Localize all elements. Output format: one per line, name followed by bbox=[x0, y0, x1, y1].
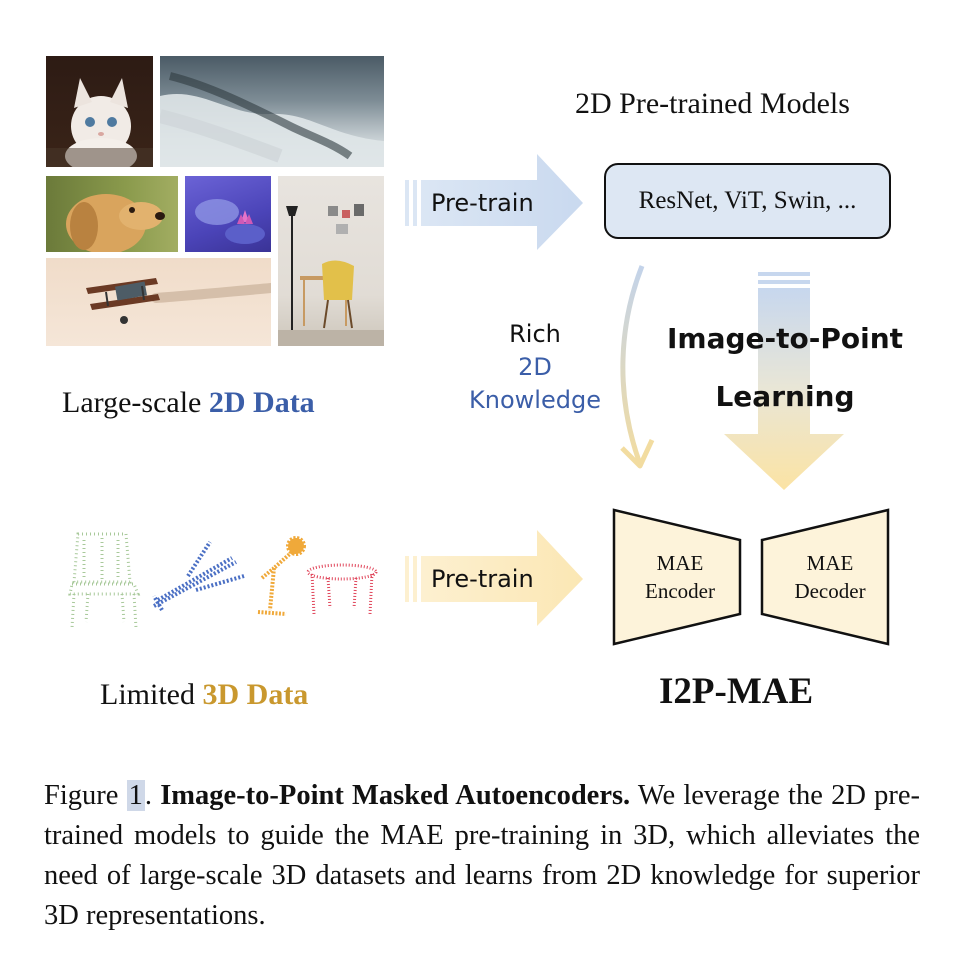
large-scale-prefix: Large-scale bbox=[62, 386, 209, 419]
large-scale-2d-label: Large-scale 2D Data bbox=[62, 386, 315, 420]
encoder-line2: Encoder bbox=[624, 577, 736, 605]
foggy-forest-photo bbox=[160, 56, 384, 167]
figure-ref-link[interactable]: 1 bbox=[127, 780, 145, 811]
models-box-text: ResNet, ViT, Swin, ... bbox=[639, 187, 857, 215]
3d-data-highlight: 3D Data bbox=[202, 678, 308, 711]
2d-data-highlight: 2D Data bbox=[209, 386, 315, 419]
dog-photo bbox=[46, 176, 178, 252]
caption-after-ref: . bbox=[145, 780, 160, 811]
kitten-photo bbox=[46, 56, 153, 167]
room-photo bbox=[278, 176, 384, 346]
limited-3d-label: Limited 3D Data bbox=[100, 678, 308, 712]
decoder-line2: Decoder bbox=[774, 577, 886, 605]
pretrain-label-bottom: Pre-train bbox=[431, 565, 534, 593]
decoder-line1: MAE bbox=[774, 549, 886, 577]
caption-bold-title: Image-to-Point Masked Autoencoders. bbox=[160, 780, 630, 811]
rich-knowledge-label: Rich 2D Knowledge bbox=[455, 318, 615, 417]
method-name: I2P-MAE bbox=[659, 670, 813, 713]
point-cloud-lamp bbox=[252, 534, 310, 618]
learning-line1: Image-to-Point bbox=[660, 310, 910, 368]
water-lily-photo bbox=[185, 176, 271, 252]
caption-prefix: Figure bbox=[44, 780, 127, 811]
learning-line2: Learning bbox=[660, 368, 910, 426]
rich-2d-line: 2D bbox=[455, 351, 615, 384]
rich-line: Rich bbox=[455, 318, 615, 351]
pretrain-label-top: Pre-train bbox=[431, 189, 534, 217]
mae-decoder-label: MAE Decoder bbox=[774, 549, 886, 605]
learning-label: Image-to-Point Learning bbox=[660, 310, 910, 426]
point-cloud-table bbox=[304, 560, 380, 620]
biplane-photo bbox=[46, 258, 271, 346]
limited-prefix: Limited bbox=[100, 678, 202, 711]
rich-knowledge-line: Knowledge bbox=[455, 384, 615, 417]
encoder-line1: MAE bbox=[624, 549, 736, 577]
point-cloud-airplane bbox=[148, 534, 252, 618]
models-box: ResNet, ViT, Swin, ... bbox=[604, 163, 891, 239]
figure-caption: Figure 1. Image-to-Point Masked Autoenco… bbox=[44, 776, 920, 936]
point-cloud-chair bbox=[64, 530, 144, 630]
mae-encoder-label: MAE Encoder bbox=[624, 549, 736, 605]
models-title: 2D Pre-trained Models bbox=[575, 87, 850, 121]
